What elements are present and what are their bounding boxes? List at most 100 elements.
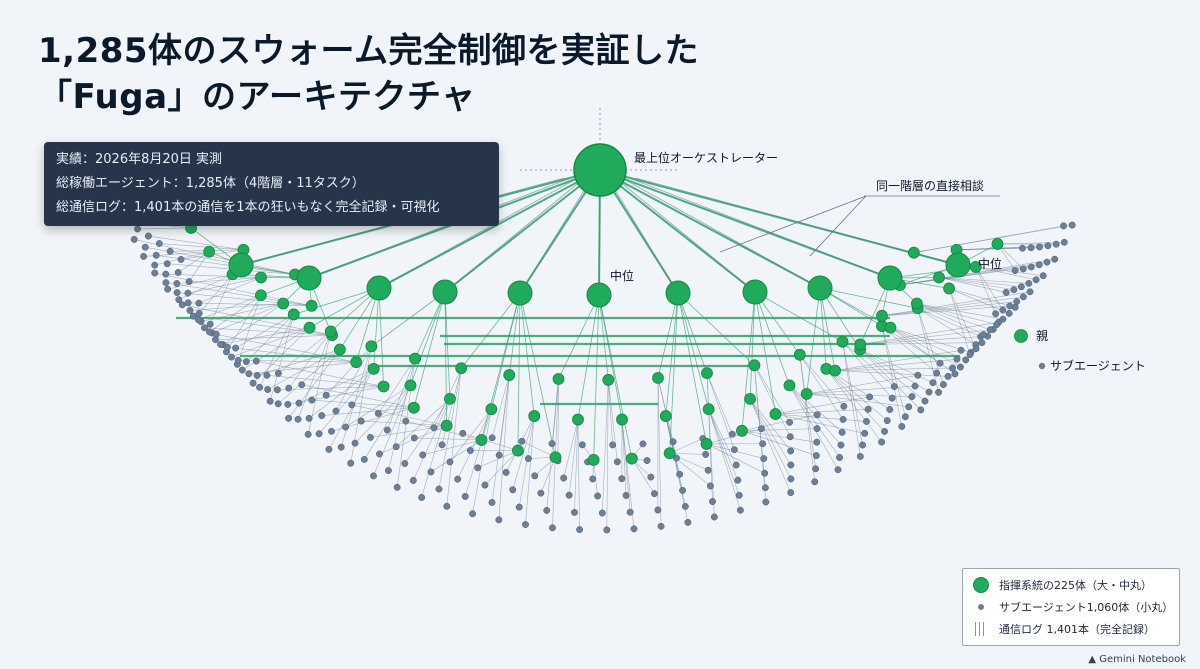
sub-link [913,225,1064,254]
parent-node [701,367,713,379]
sub-agent-node [859,441,867,449]
sub-agent-node [446,458,454,466]
sub-agent-node [999,306,1007,314]
sub-agent-node [812,452,820,460]
sub-link [563,419,579,479]
mid-node [742,279,768,305]
sub-link [842,341,861,457]
sub-agent-node [757,425,765,433]
sub-agent-node [759,440,767,448]
mid-node [296,265,322,291]
sub-agent-node [603,526,611,534]
branch-link [410,291,446,386]
sub-agent-node [787,461,795,469]
sub-agent-node [502,468,510,476]
sub-agent-node [162,270,170,278]
sub-agent-node [488,434,496,442]
line-bundle-icon [975,622,987,636]
sub-link [826,368,882,443]
sub-link [826,368,888,421]
sub-link [916,303,997,325]
branch-link [309,287,380,329]
sub-link [754,365,791,437]
sub-agent-node [986,326,994,334]
sub-link [287,386,384,405]
sub-link [498,375,510,520]
sub-agent-node [322,391,330,399]
sub-link [288,349,341,419]
sub-link [881,326,906,417]
sub-label-node [1038,362,1046,370]
sub-agent-node [548,524,556,532]
sub-agent-node [630,525,638,533]
sub-agent-node [1002,288,1010,296]
sub-link [354,385,411,444]
sub-agent-node [1019,293,1027,301]
parent-node [549,451,562,464]
sub-agent-node [949,364,957,372]
sub-agent-node [232,344,240,352]
sub-agent-node [370,472,377,480]
sub-link [949,288,1016,308]
sub-link [917,308,976,345]
sub-link [505,415,535,473]
parent-node [907,246,920,259]
sub-agent-node [908,393,916,401]
parent-node [943,282,955,295]
sub-agent-node [1035,261,1043,269]
sub-link [446,368,462,507]
sub-link [525,416,535,525]
agent-nodes [123,143,1076,534]
sub-agent-node [886,406,894,413]
sub-agent-node [175,296,183,304]
sub-agent-node [332,407,340,415]
sub-agent-node [702,450,710,458]
mid-node [945,252,971,278]
sub-agent-node [152,251,160,259]
branch-link [819,287,891,329]
trunk-link [444,169,601,293]
sub-agent-node [360,455,368,463]
sub-agent-node [728,430,736,438]
sub-link [235,314,294,349]
sub-agent-node [914,371,922,379]
sub-agent-node [151,261,159,269]
sub-agent-node [266,397,274,405]
sub-agent-node [274,369,282,377]
trunk-link-secondary [519,177,593,294]
sub-agent-node [972,345,980,353]
sub-link [457,409,492,480]
sub-link [557,378,559,461]
sub-link [881,291,1031,317]
label-subagent: サブエージェント [1050,358,1146,373]
sub-agent-node [732,461,740,469]
sub-link [835,367,953,371]
sub-agent-node [409,476,417,484]
sub-agent-node [613,458,621,466]
sub-agent-node [173,289,181,297]
sub-link [948,288,977,349]
sub-link [789,385,839,470]
sub-link [568,419,579,496]
sub-agent-node [474,464,482,472]
sub-agent-node [956,363,964,371]
sub-link [669,438,704,454]
parent-node [836,335,849,348]
sub-agent-node [223,343,231,351]
parent-node [444,392,456,405]
sub-agent-node [543,507,551,514]
stat-agents: 総稼働エージェント：1,285体（4階層・11タスク） [56,176,365,191]
sub-link [318,368,374,434]
sub-link [137,227,192,230]
sub-agent-node [839,416,847,423]
sub-agent-node [217,340,225,348]
sub-agent-node [936,359,944,367]
peer-leader [809,195,867,257]
sub-agent-node [342,423,350,431]
sub-link [328,368,374,450]
sub-link [269,314,295,402]
sub-agent-node [206,328,213,336]
sub-agent-node [201,324,208,332]
sub-agent-node [144,232,152,240]
sub-agent-node [410,434,418,442]
